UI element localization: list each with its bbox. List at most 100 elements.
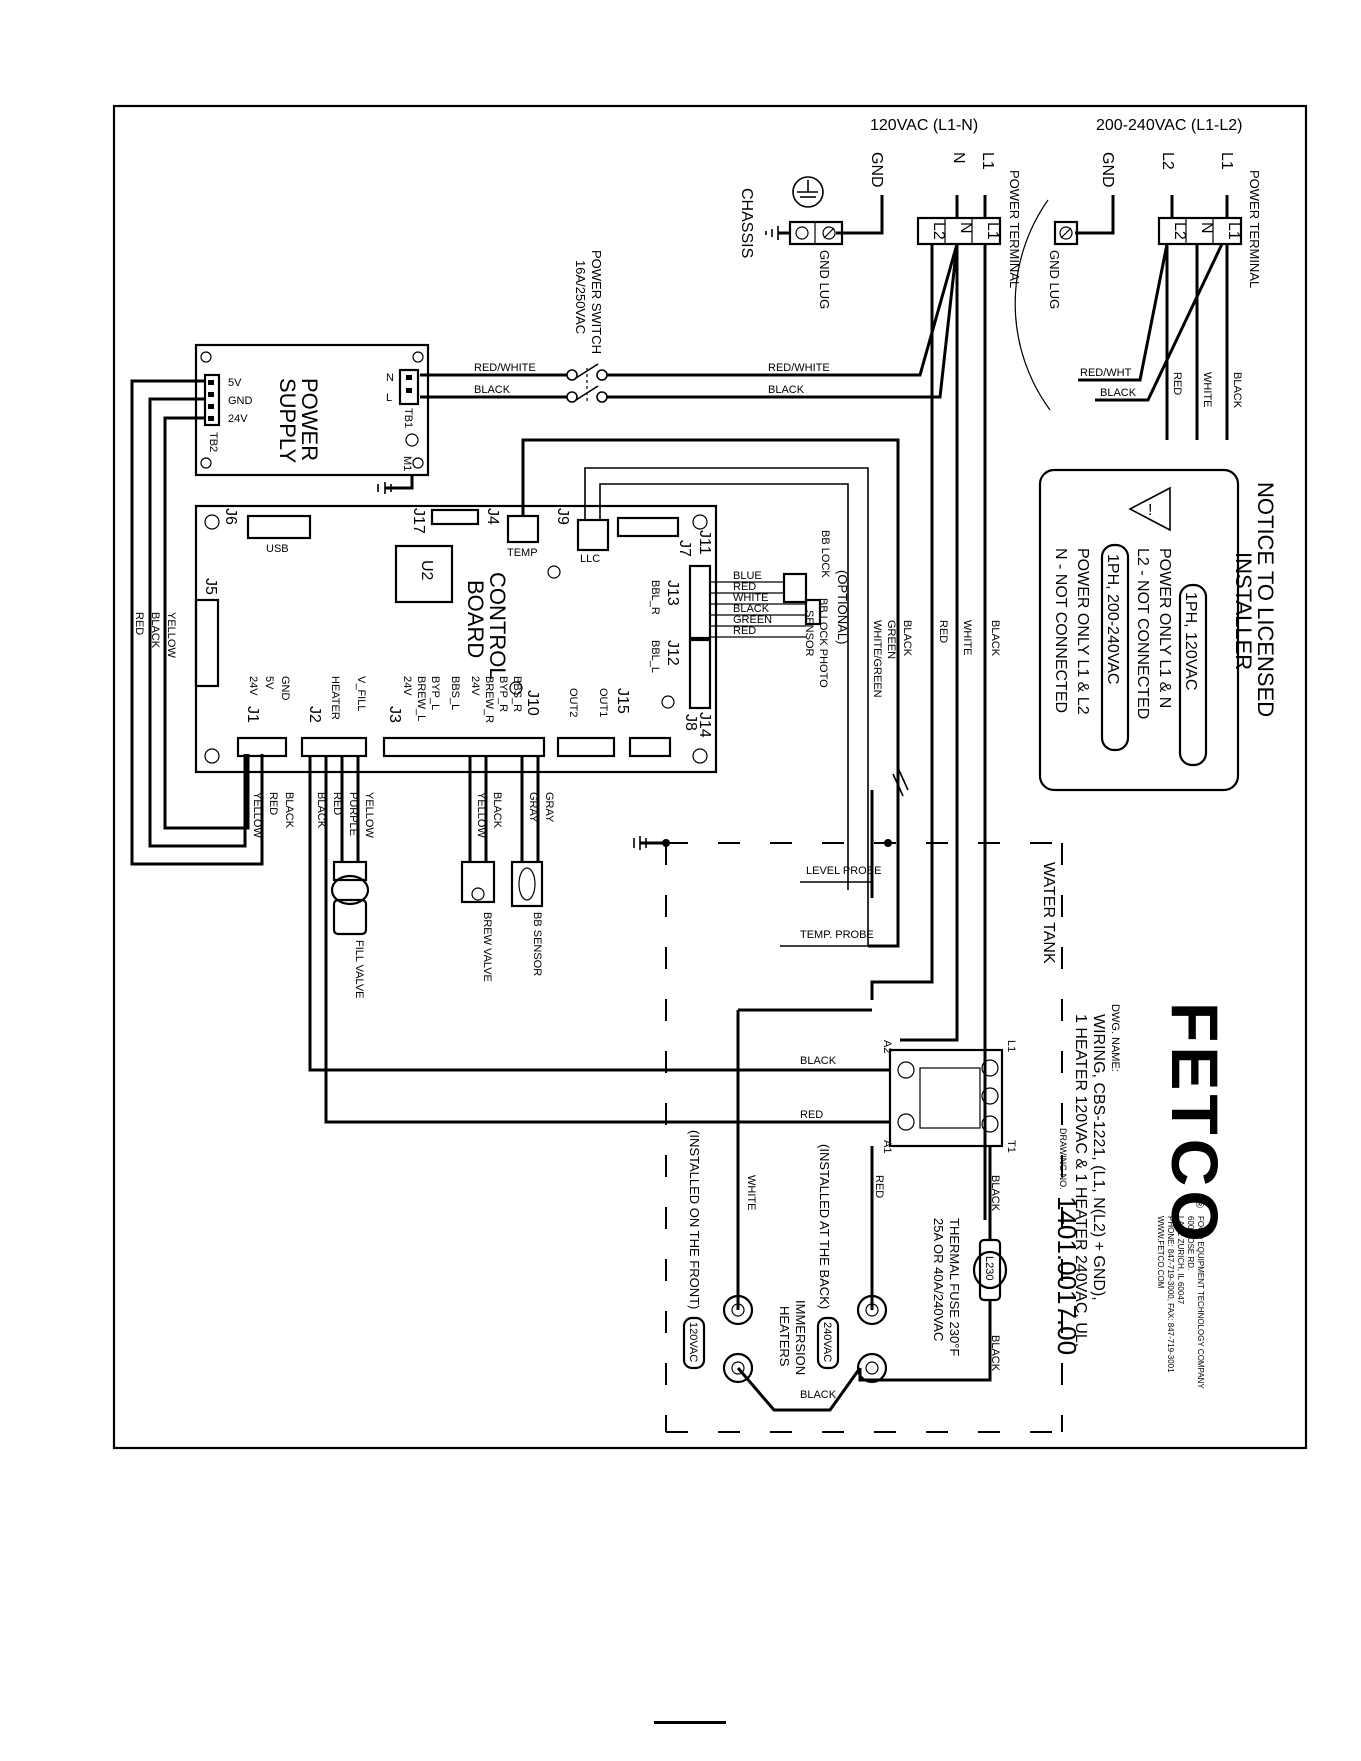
- svg-text:GND: GND: [279, 676, 291, 701]
- svg-text:J6: J6: [222, 508, 239, 525]
- svg-text:A2: A2: [881, 1040, 893, 1053]
- j2-wire-yellow: YELLOW: [363, 792, 375, 838]
- svg-text:GND: GND: [868, 152, 885, 188]
- relay-wire-red: RED: [800, 1109, 823, 1121]
- svg-text:BYP_L: BYP_L: [429, 676, 441, 710]
- svg-text:240VAC: 240VAC: [821, 1322, 833, 1362]
- brew-wire-black: BLACK: [491, 792, 503, 829]
- svg-text:FOOD EQUIPMENT TECHNOLOGY COMP: FOOD EQUIPMENT TECHNOLOGY COMPANY: [1196, 1216, 1205, 1389]
- svg-text:(INSTALLED AT THE BACK): (INSTALLED AT THE BACK): [817, 1144, 832, 1309]
- svg-text:1 HEATER 120VAC & 1 HEATER 240: 1 HEATER 120VAC & 1 HEATER 240VAC, UL.: [1072, 1014, 1089, 1347]
- svg-text:24V: 24V: [401, 676, 413, 696]
- svg-text:J11: J11: [696, 530, 713, 555]
- bundle-black: BLACK: [149, 612, 161, 649]
- svg-text:L2: L2: [1171, 222, 1188, 240]
- svg-text:J4: J4: [484, 508, 501, 525]
- wire-redwhite-1: RED/WHITE: [474, 362, 536, 374]
- inset-wire-redwht: RED/WHT: [1080, 367, 1132, 379]
- svg-text:OUT2: OUT2: [567, 688, 579, 717]
- svg-text:BB LOCK PHOTO: BB LOCK PHOTO: [817, 598, 829, 688]
- svg-text:24V: 24V: [228, 413, 248, 425]
- svg-text:BBL_R: BBL_R: [649, 580, 661, 615]
- svg-text:RED: RED: [733, 581, 756, 593]
- power-terminal-right: L2 N L1: [1157, 216, 1243, 246]
- svg-text:BB LOCK: BB LOCK: [819, 530, 831, 578]
- bbs-wire-gray2: GRAY: [527, 792, 539, 823]
- temp-probe: TEMP. PROBE: [780, 920, 900, 947]
- relay-wire-black-out: BLACK: [989, 1175, 1001, 1212]
- svg-text:J8: J8: [682, 714, 699, 731]
- svg-text:J5: J5: [202, 578, 219, 595]
- svg-text:GND: GND: [1099, 152, 1116, 188]
- gnd-lug: [788, 220, 844, 246]
- svg-text:J2: J2: [306, 706, 323, 723]
- svg-text:BBS_R: BBS_R: [511, 676, 523, 712]
- svg-text:L1: L1: [984, 222, 1001, 240]
- bb-lock: (OPTIONAL) BB LOCK BB LOCK PHOTO SENSOR …: [733, 530, 850, 688]
- svg-text:TEMP. PROBE: TEMP. PROBE: [800, 929, 874, 941]
- vwire-whitegreen: WHITE/GREEN: [871, 620, 883, 698]
- left-terminal-labels: GND N L1 POWER TERMINAL GND LUG CHASSIS: [738, 152, 1022, 309]
- thermal-fuse: L230 THERMAL FUSE 230°F 25A OR 40A/240VA…: [931, 1218, 1008, 1356]
- svg-text:DWG. NAME:: DWG. NAME:: [1109, 1004, 1121, 1072]
- j2-wire-purple: PURPLE: [347, 792, 359, 836]
- svg-text:WHITE: WHITE: [733, 592, 768, 604]
- bundle-red: RED: [133, 612, 145, 635]
- svg-text:BREW_R: BREW_R: [483, 676, 495, 723]
- svg-text:GND: GND: [228, 395, 253, 407]
- power-terminal-left: L2 N L1: [916, 216, 1002, 246]
- svg-text:SENSOR: SENSOR: [803, 610, 815, 657]
- svg-text:LEVEL PROBE: LEVEL PROBE: [806, 865, 881, 877]
- svg-text:J15: J15: [614, 688, 631, 714]
- svg-text:TB1: TB1: [402, 408, 414, 428]
- svg-text:L230: L230: [983, 1256, 995, 1280]
- j2-wire-red: RED: [331, 792, 343, 815]
- svg-text:L1: L1: [979, 152, 996, 170]
- svg-text:GND LUG: GND LUG: [1047, 250, 1062, 309]
- svg-text:U2: U2: [418, 560, 435, 581]
- svg-text:24V: 24V: [247, 676, 259, 696]
- svg-text:RED: RED: [733, 625, 756, 637]
- svg-text:N: N: [386, 372, 394, 384]
- svg-text:WWW.FETCO.COM: WWW.FETCO.COM: [1156, 1216, 1165, 1289]
- svg-text:®: ®: [1193, 1200, 1205, 1208]
- supply-120-label: 120VAC (L1-N): [870, 117, 978, 134]
- svg-text:600 ROSE RD.: 600 ROSE RD.: [1186, 1216, 1195, 1270]
- svg-text:1401.0017.00: 1401.0017.00: [1052, 1196, 1082, 1355]
- svg-text:120VAC: 120VAC: [687, 1322, 699, 1362]
- brew-wire-yellow: YELLOW: [475, 792, 487, 838]
- control-board: CONTROL BOARD U2 J6 USB J17 J4 TEMP J9 L…: [194, 504, 718, 774]
- relay-wire-black: BLACK: [800, 1055, 837, 1067]
- svg-text:SUPPLY: SUPPLY: [275, 378, 300, 464]
- j1-wire-red: RED: [267, 792, 279, 815]
- svg-text:N: N: [1198, 222, 1215, 234]
- immersion-heaters: IMMERSION HEATERS 240VAC 120VAC (INSTALL…: [682, 1130, 888, 1384]
- solid-state-relay: A2 A1 L1 T1: [881, 1040, 1017, 1153]
- svg-text:L1: L1: [1225, 222, 1242, 240]
- inset-wire-white: WHITE: [1201, 372, 1213, 407]
- bundle-yellow: YELLOW: [165, 612, 177, 658]
- svg-text:WIRING, CBS-1221, (L1, N(L2) +: WIRING, CBS-1221, (L1, N(L2) + GND),: [1090, 1014, 1107, 1301]
- svg-text:USB: USB: [266, 543, 289, 555]
- svg-text:1PH, 200-240VAC: 1PH, 200-240VAC: [1104, 554, 1121, 684]
- svg-text:THERMAL FUSE 230°F: THERMAL FUSE 230°F: [947, 1218, 962, 1356]
- svg-text:J1: J1: [244, 706, 261, 723]
- vwire-red: RED: [937, 620, 949, 643]
- svg-text:CHASSIS: CHASSIS: [738, 188, 755, 258]
- fetco-logo: FETCO: [1158, 1002, 1232, 1246]
- svg-text:16A/250VAC: 16A/250VAC: [573, 260, 588, 334]
- svg-text:5V: 5V: [228, 377, 242, 389]
- svg-text:J17: J17: [410, 508, 427, 534]
- svg-text:24V: 24V: [469, 676, 481, 696]
- svg-text:BBL_L: BBL_L: [649, 640, 661, 673]
- j1-wire-yellow: YELLOW: [251, 792, 263, 838]
- svg-text:L1: L1: [1218, 152, 1235, 170]
- svg-text:BOARD: BOARD: [463, 580, 488, 658]
- svg-text:PHONE: 847-719-3000, FAX: 847-: PHONE: 847-719-3000, FAX: 847-719-3001: [1166, 1216, 1175, 1373]
- drawing-frame: [112, 104, 1308, 1450]
- vwire-green: GREEN: [885, 620, 897, 659]
- svg-text:BYP_R: BYP_R: [497, 676, 509, 712]
- vwire-black: BLACK: [989, 620, 1001, 657]
- svg-text:L2: L2: [930, 222, 947, 240]
- svg-text:L1: L1: [1005, 1040, 1017, 1052]
